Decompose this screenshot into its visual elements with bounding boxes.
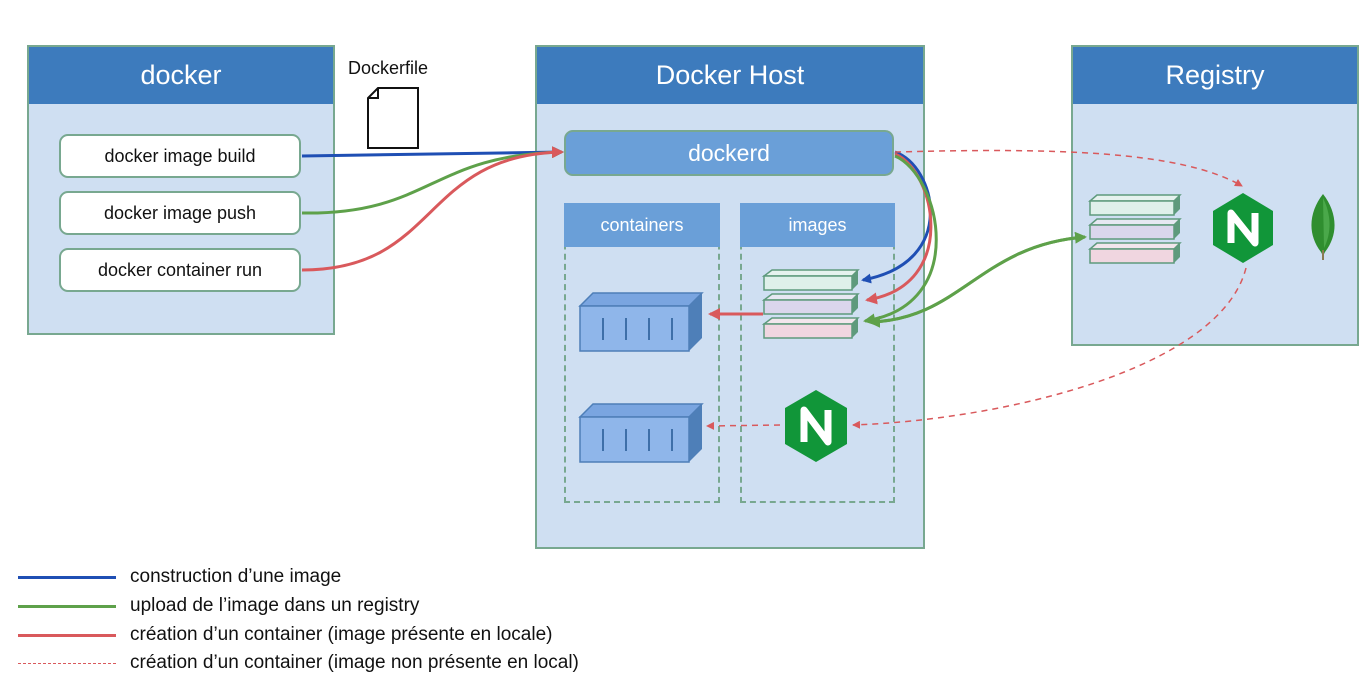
document-icon (367, 87, 419, 149)
containers-store-title: containers (564, 203, 720, 247)
command-image-build: docker image build (59, 134, 301, 178)
registry-image-layers-icon (1087, 194, 1182, 264)
arrow-push-to-dockerd (301, 146, 564, 215)
legend-line-push (18, 604, 116, 608)
docker-host-panel: Docker Host (535, 45, 925, 549)
command-container-run: docker container run (59, 248, 301, 292)
nginx-icon (785, 390, 847, 462)
docker-host-title: Docker Host (537, 47, 923, 104)
legend-pull-run-label: création d’un container (image non prése… (130, 652, 579, 673)
legend-line-build (18, 575, 116, 579)
image-layers-icon (761, 269, 860, 339)
legend-line-pull-run (18, 662, 116, 664)
arrow-dockerd-to-image-build (861, 150, 932, 284)
dashed-dockerd-to-registry (894, 149, 1243, 187)
command-image-push: docker image push (59, 191, 301, 235)
legend-line-run (18, 633, 116, 637)
dashed-registry-to-host-nginx (852, 267, 1247, 429)
containers-store: containers (564, 203, 720, 503)
legend-push: upload de l’image dans un registry (18, 595, 419, 617)
legend-build-label: construction d’une image (130, 566, 342, 587)
legend-run-label: création d’un container (image présente … (130, 624, 553, 645)
arrow-build-to-dockerd (301, 147, 564, 158)
container-icon (578, 403, 704, 463)
registry-title: Registry (1073, 47, 1357, 104)
docker-client-title: docker (29, 47, 333, 104)
dashed-nginx-to-container (706, 421, 781, 430)
legend-build: construction d’une image (18, 566, 341, 588)
nginx-icon (1213, 193, 1273, 263)
container-icon (578, 292, 704, 352)
arrow-dockerd-push-loop (863, 154, 938, 326)
arrow-run-to-dockerd (301, 146, 564, 272)
images-store: images (740, 203, 895, 503)
legend-push-label: upload de l’image dans un registry (130, 595, 420, 616)
legend-pull-run: création d’un container (image non prése… (18, 652, 579, 674)
dockerfile-label: Dockerfile (348, 58, 429, 78)
mongodb-leaf-icon (1311, 194, 1335, 260)
legend-run: création d’un container (image présente … (18, 624, 552, 646)
images-store-title: images (740, 203, 895, 247)
dockerd-daemon: dockerd (564, 130, 894, 176)
